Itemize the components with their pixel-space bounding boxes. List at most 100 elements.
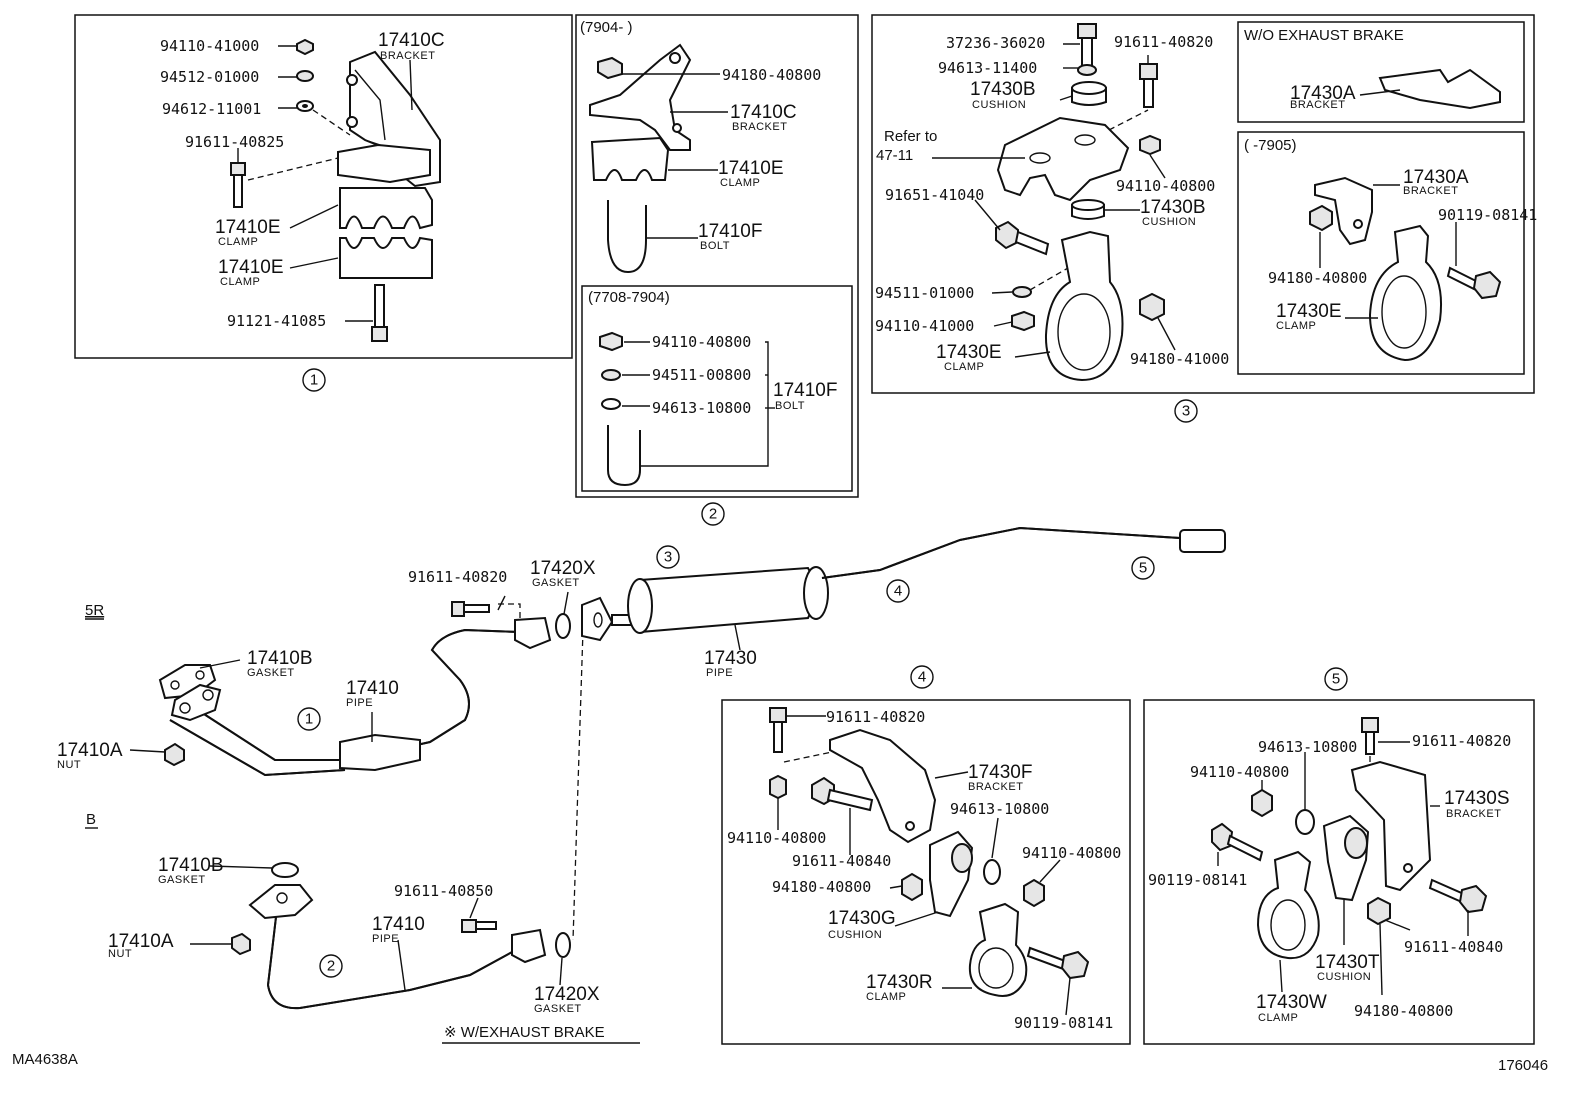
- label-17410f-sub: 17410F: [773, 380, 837, 401]
- caption-nut-b: NUT: [108, 948, 132, 960]
- bolt-91611-40850-shank: [475, 921, 497, 930]
- washer-94613-11400-drawing: [1077, 64, 1097, 76]
- main-assembly: 5R B 91611-40820 17420X GASKET 17410B GA…: [57, 526, 1226, 1044]
- pipe-17410-5r-flange: [514, 616, 552, 650]
- panel-2: (7904- ) 94180-40800 17410C BRACKET 1741…: [575, 14, 859, 526]
- label-17410f: 17410F: [698, 221, 762, 242]
- nut-94110-40800-p4-right-drawing: [1023, 878, 1045, 908]
- bracket-17410c-base: [337, 143, 431, 184]
- bolt-91611-40825-head: [230, 162, 246, 176]
- label-94612-11001: 94612-11001: [162, 100, 261, 118]
- nut-94180-40800-drawing: [597, 56, 623, 80]
- label-17410e-p2: 17410E: [718, 158, 784, 179]
- callout-4-main-number: 4: [894, 583, 902, 600]
- callout-5-main-number: 5: [1139, 560, 1147, 577]
- panel-5: 5 94613-10800 91611-40820 94110-40800 17…: [1143, 667, 1535, 1045]
- label-94613-10800-p2: 94613-10800: [652, 399, 751, 417]
- cushion-17430t-drawing: [1322, 814, 1370, 902]
- bolt-91651-41040-head: [995, 220, 1019, 250]
- label-17410b-5r: 17410B: [247, 648, 313, 669]
- callout-2-main: [319, 954, 343, 978]
- bolt-90119-08141-p3-head: [1472, 270, 1502, 300]
- callout-4-main: [886, 579, 910, 603]
- label-17430: 17430: [704, 648, 757, 669]
- panel-2-sub-header: (7708-7904): [588, 289, 670, 306]
- caption-clamp-sub: CLAMP: [1276, 320, 1316, 332]
- caption-clamp-p5: CLAMP: [1258, 1012, 1298, 1024]
- nut-17410a-5r-drawing: [164, 742, 185, 767]
- caption-nut-5r: NUT: [57, 759, 81, 771]
- label-17410-b: 17410: [372, 914, 425, 935]
- gasket-17420x-top-drawing: [555, 613, 571, 639]
- caption-bracket-p5: BRACKET: [1446, 808, 1501, 820]
- caption-bolt-sub: BOLT: [775, 400, 805, 412]
- clamp-17430e-drawing: [1044, 230, 1124, 382]
- label-94511-00800: 94511-00800: [652, 366, 751, 384]
- label-17430g: 17430G: [828, 908, 896, 929]
- nut-94110-40800-p2-drawing: [599, 331, 623, 352]
- label-17430a-wo: 17430A: [1290, 83, 1356, 104]
- muffler-inlet-flange: [581, 596, 614, 642]
- panel-5-frame: [1143, 699, 1535, 1045]
- label-17410-5r: 17410: [346, 678, 399, 699]
- panel-1: 94110-41000 94512-01000 94612-11001 9161…: [74, 14, 573, 392]
- nut-94110-41000-p3-drawing: [1011, 310, 1035, 332]
- bolt-91651-41040-shank: [1014, 230, 1050, 256]
- label-91611-40850: 91611-40850: [394, 882, 493, 900]
- ubolt-17410f-drawing: [607, 200, 647, 274]
- bracket-center-drawing: [996, 116, 1130, 202]
- panel-2-sub-frame: [581, 285, 853, 492]
- bolt-91611-40820-p4-head: [769, 707, 787, 723]
- callout-1-main-number: 1: [305, 711, 313, 728]
- panel-2-header: (7904- ): [580, 19, 633, 36]
- label-91611-40840-p4: 91611-40840: [792, 852, 891, 870]
- clamp-17430w-drawing: [1256, 850, 1320, 960]
- caption-pipe-5r: PIPE: [346, 697, 373, 709]
- wo-exhaust-brake-header: W/O EXHAUST BRAKE: [1244, 27, 1404, 44]
- label-90119-08141-p5: 90119-08141: [1148, 871, 1247, 889]
- label-91611-40840-p5: 91611-40840: [1404, 938, 1503, 956]
- gasket-17410b-b-flange: [248, 884, 314, 920]
- panel-3: 37236-36020 94613-11400 17430B CUSHION R…: [871, 14, 1537, 423]
- clamp-17430e-sub-drawing: [1368, 224, 1443, 362]
- panel-4: 4 91611-40820 17430F BRACKET 94613-10800: [721, 665, 1131, 1045]
- label-17420x-top: 17420X: [530, 558, 596, 579]
- caption-gasket-top: GASKET: [532, 577, 580, 589]
- washer-94511-01000-drawing: [1012, 286, 1032, 298]
- bolt-91611-40820-p5-shank: [1365, 731, 1375, 755]
- label-94512-01000: 94512-01000: [160, 68, 259, 86]
- caption-gasket-bottom: GASKET: [534, 1003, 582, 1015]
- caption-clamp-p3: CLAMP: [944, 361, 984, 373]
- bracket-17430s-drawing: [1350, 760, 1432, 892]
- bracket-17430f-drawing: [829, 728, 937, 844]
- bolt-91611-40840-p4-shank: [826, 788, 874, 812]
- panel-1-frame: [74, 14, 573, 359]
- nut-94110-41000-drawing: [296, 38, 314, 56]
- callout-2-main-number: 2: [327, 958, 335, 975]
- caption-bracket-sub: BRACKET: [1403, 185, 1458, 197]
- caption-cushion-mid: CUSHION: [1142, 216, 1196, 228]
- variant-b-label: B: [86, 811, 96, 828]
- clamp-17430r-drawing: [968, 902, 1028, 997]
- callout-3-panel: [1174, 399, 1198, 423]
- caption-clamp-upper: CLAMP: [218, 236, 258, 248]
- label-17430t: 17430T: [1315, 952, 1380, 973]
- label-17430b-mid: 17430B: [1140, 197, 1206, 218]
- label-17430s: 17430S: [1444, 788, 1510, 809]
- callout-3-panel-number: 3: [1182, 403, 1190, 420]
- caption-bracket: BRACKET: [380, 50, 435, 62]
- refer-to-ref: 47-11: [876, 147, 913, 164]
- label-17410b-b: 17410B: [158, 855, 224, 876]
- caption-clamp-p2: CLAMP: [720, 177, 760, 189]
- label-17430w: 17430W: [1256, 992, 1327, 1013]
- bolt-91121-41085-shank: [374, 284, 385, 328]
- label-94110-40800-p2: 94110-40800: [652, 333, 751, 351]
- callout-4-panel: [910, 665, 934, 689]
- muffler-17430-front: [627, 578, 653, 634]
- callout-1-panel-number: 1: [310, 372, 318, 389]
- gasket-17420x-bottom-drawing: [555, 932, 571, 958]
- callout-3-main: [656, 545, 680, 569]
- label-17410c-p2: 17410C: [730, 102, 797, 123]
- label-94180-40800-p5: 94180-40800: [1354, 1002, 1453, 1020]
